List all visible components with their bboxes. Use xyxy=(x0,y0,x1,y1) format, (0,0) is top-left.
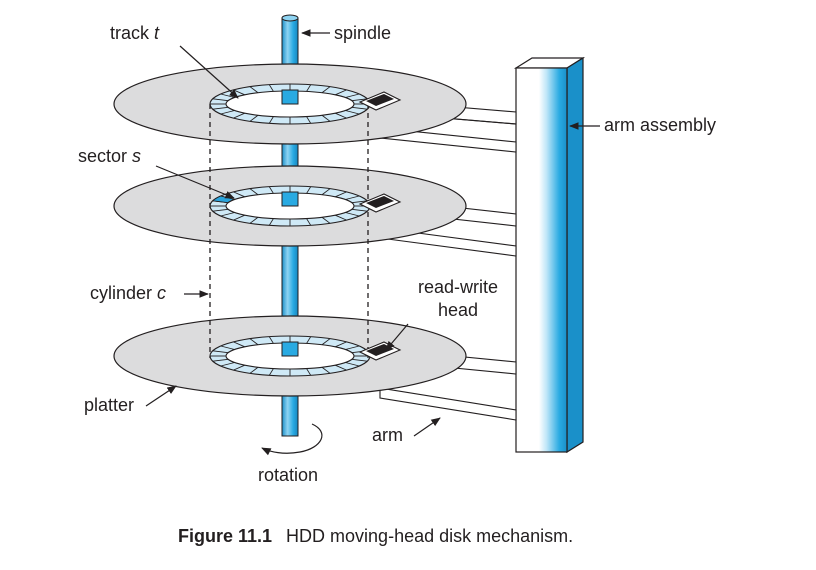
sector-divider xyxy=(321,216,331,224)
spindle-label: spindle xyxy=(334,23,391,43)
sector-divider xyxy=(212,358,229,362)
sector-divider xyxy=(351,98,368,102)
sector-divider xyxy=(233,364,245,371)
cylinder-label: cylinder c xyxy=(90,283,166,303)
sector-divider xyxy=(268,218,274,226)
sector-divider xyxy=(249,338,259,346)
sector-divider xyxy=(321,114,331,122)
sector-divider xyxy=(212,208,229,212)
sector-divider xyxy=(351,106,368,110)
sector-divider xyxy=(335,341,347,348)
sector-divider xyxy=(212,106,229,110)
platter-label: platter xyxy=(84,395,134,415)
arm-assembly-column xyxy=(513,56,586,454)
sector-divider xyxy=(345,195,360,200)
sector-divider xyxy=(220,345,235,350)
sector-divider xyxy=(345,93,360,98)
platter-top xyxy=(113,63,467,145)
platters xyxy=(113,63,467,397)
sector-divider xyxy=(345,110,360,115)
sector-divider xyxy=(351,200,368,204)
sector-divider xyxy=(335,89,347,96)
platter-bottom xyxy=(113,315,467,397)
spindle-hub xyxy=(281,341,299,357)
sector-divider xyxy=(233,214,245,221)
sector-divider xyxy=(306,116,312,124)
caption-number: Figure 11.1 xyxy=(178,526,272,546)
sector-divider xyxy=(306,218,312,226)
sector-divider xyxy=(268,336,274,344)
sector-divider xyxy=(249,86,259,94)
sector-divider xyxy=(249,366,259,374)
sector-divider xyxy=(306,336,312,344)
sector-label: sector s xyxy=(78,146,141,166)
sector-divider xyxy=(335,214,347,221)
sector-divider xyxy=(220,212,235,217)
sector-divider xyxy=(321,366,331,374)
sector-divider xyxy=(351,358,368,362)
platter-middle xyxy=(113,165,467,247)
sector-divider xyxy=(345,212,360,217)
labels: track t spindle arm assembly sector s cy… xyxy=(78,23,716,485)
sector-divider xyxy=(233,341,245,348)
sector-divider xyxy=(249,114,259,122)
sector-divider xyxy=(345,345,360,350)
figure-caption: Figure 11.1 HDD moving-head disk mechanis… xyxy=(178,526,573,546)
sector-divider xyxy=(212,350,229,354)
sector-divider xyxy=(249,216,259,224)
arm-label: arm xyxy=(372,425,403,445)
sector-divider xyxy=(212,98,229,102)
sector-divider xyxy=(306,84,312,92)
sector-divider xyxy=(233,191,245,198)
read-write-label-line2: head xyxy=(438,300,478,320)
read-write-label-line1: read-write xyxy=(418,277,498,297)
rotation-label: rotation xyxy=(258,465,318,485)
sector-divider xyxy=(306,368,312,376)
sector-divider xyxy=(220,362,235,367)
sector-divider xyxy=(268,84,274,92)
spindle-hub xyxy=(281,89,299,105)
sector-divider xyxy=(321,188,331,196)
caption-description: HDD moving-head disk mechanism. xyxy=(286,526,573,546)
sector-divider xyxy=(249,188,259,196)
sector-divider xyxy=(268,116,274,124)
sector-divider xyxy=(306,186,312,194)
sector-divider xyxy=(268,368,274,376)
sector-divider xyxy=(321,86,331,94)
leader-lines xyxy=(145,29,600,456)
arm-assembly-label: arm assembly xyxy=(604,115,716,135)
cylinder-outline xyxy=(209,104,369,358)
caption-text: Figure 11.1 HDD moving-head disk mechanis… xyxy=(178,526,573,546)
sector-divider xyxy=(233,112,245,119)
sector-divider xyxy=(335,364,347,371)
spindle-hub xyxy=(281,191,299,207)
sector-divider xyxy=(268,186,274,194)
sector-divider xyxy=(335,112,347,119)
sector-divider xyxy=(335,191,347,198)
track-label: track t xyxy=(110,23,160,43)
sector-divider xyxy=(345,362,360,367)
sector-divider xyxy=(351,208,368,212)
sector-divider xyxy=(321,338,331,346)
sector-divider xyxy=(220,110,235,115)
